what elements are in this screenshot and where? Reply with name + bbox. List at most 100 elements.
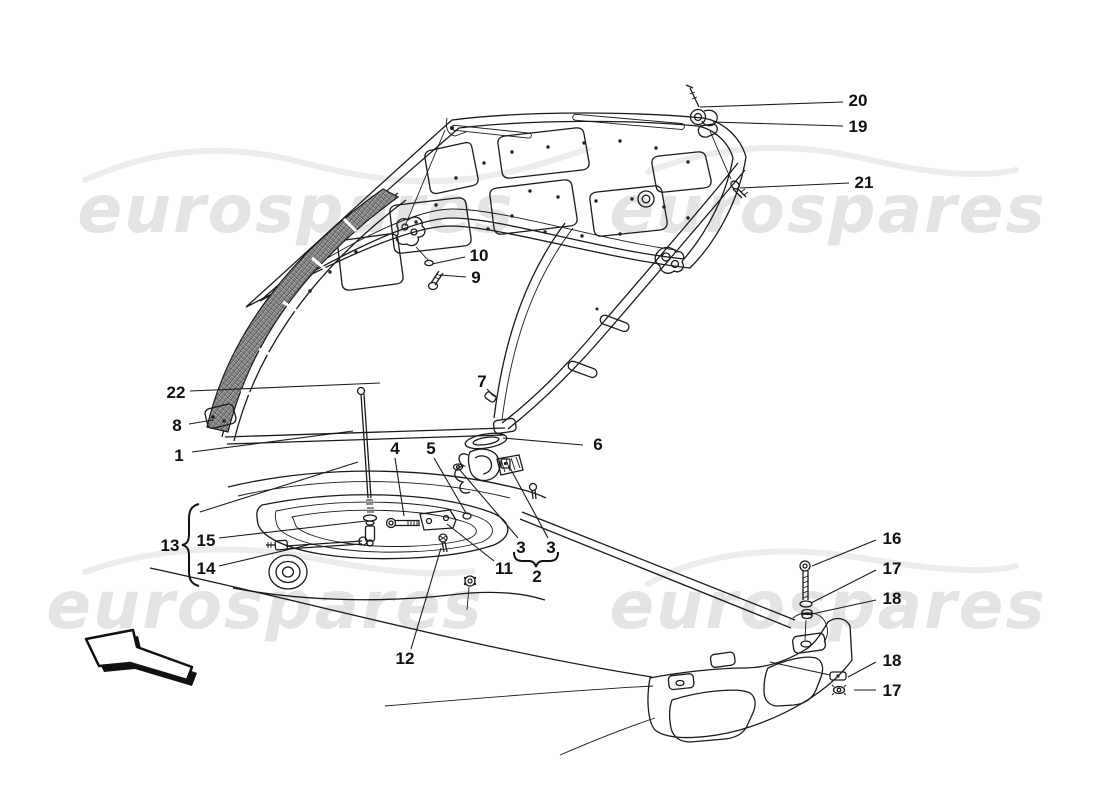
callout-label-7-5: 7 — [477, 372, 486, 391]
extra-bolt — [528, 482, 538, 500]
callout-label-17-24: 17 — [883, 681, 902, 700]
contour-line-a — [149, 567, 653, 678]
bolt-21 — [730, 180, 749, 199]
contour-line-b — [384, 685, 654, 707]
seal-strip-assembly — [204, 188, 400, 433]
striker-plate-6 — [464, 432, 508, 450]
contour-line-c — [559, 717, 656, 756]
headlamp-washer — [268, 554, 308, 590]
leader-line-16 — [811, 539, 877, 567]
callout-label-18-22: 18 — [883, 589, 902, 608]
washer-15 — [362, 514, 378, 522]
leader-line-10 — [431, 256, 466, 265]
callout-label-8-7: 8 — [172, 416, 181, 435]
watermark-text: eurospares — [609, 171, 1046, 248]
nut-3-left — [452, 463, 464, 471]
callout-braces — [181, 503, 559, 587]
leader-line-11 — [446, 523, 495, 562]
leader-line-20 — [699, 101, 844, 108]
lamp-opening-right — [763, 656, 824, 707]
brace-2 — [513, 551, 559, 568]
leader-line-21 — [739, 182, 850, 189]
leader-line-7 — [486, 388, 494, 396]
bumper-end-piece — [647, 612, 853, 743]
callout-label-18-23: 18 — [883, 651, 902, 670]
brace-13 — [181, 503, 200, 587]
callout-label-13-9: 13 — [161, 536, 180, 555]
car-swoosh-bottom-left — [82, 546, 475, 577]
leader-line-1 — [191, 430, 354, 453]
car-swoosh-bottom-right — [645, 548, 1019, 587]
callout-label-19-1: 19 — [849, 117, 868, 136]
leader-line-5 — [433, 457, 467, 514]
eye-stud-16 — [799, 560, 811, 600]
grommet — [637, 190, 655, 208]
nut-5 — [462, 512, 472, 520]
callout-label-17-21: 17 — [883, 559, 902, 578]
callout-label-1-8: 1 — [174, 446, 183, 465]
direction-arrow — [84, 628, 197, 686]
leader-line-15 — [218, 520, 367, 539]
callout-label-2-17: 2 — [532, 567, 541, 586]
callout-label-16-20: 16 — [883, 529, 902, 548]
callout-label-5-13: 5 — [426, 439, 435, 458]
strip-end-clip — [204, 403, 237, 429]
leader-line-18 — [811, 599, 877, 615]
nut-18 — [801, 608, 813, 620]
leader-line-8 — [188, 419, 214, 425]
callout-label-4-12: 4 — [390, 439, 400, 458]
leader-line-3 — [458, 468, 519, 539]
leader-line-17 — [810, 569, 877, 604]
stud-fastener-group — [799, 560, 847, 696]
vent-slot-right — [572, 113, 685, 130]
mount-tab — [667, 673, 695, 691]
prop-rod-assembly — [266, 386, 378, 551]
callout-label-22-6: 22 — [167, 383, 186, 402]
watermark-layer: eurospares eurospares eurospares eurospa… — [46, 144, 1046, 644]
callout-label-12-19: 12 — [396, 649, 415, 668]
leader-line-22 — [189, 382, 381, 392]
engine-lid-panel — [245, 112, 747, 308]
rail-peg — [567, 360, 598, 379]
mount-tab — [709, 651, 736, 669]
callout-label-11-18: 11 — [495, 559, 513, 578]
lamp-opening-left — [668, 689, 756, 743]
hinge-bracket-lower — [654, 246, 685, 274]
rail-end-cap — [492, 417, 517, 435]
arrow-body — [84, 628, 194, 682]
callout-label-9-4: 9 — [471, 268, 480, 287]
bolt-9 — [427, 270, 444, 291]
callout-label-14-11: 14 — [197, 559, 216, 578]
release-cable — [709, 130, 732, 180]
callout-label-6-14: 6 — [593, 435, 602, 454]
car-swoosh-top-right — [645, 144, 1019, 178]
bolt-4 — [385, 517, 420, 529]
callout-label-3-16: 3 — [546, 538, 555, 557]
stud-3-right — [500, 458, 511, 469]
leader-line-3 — [508, 465, 549, 539]
captive-nut — [463, 575, 477, 611]
spring-clip-18 — [829, 671, 847, 681]
washer-17 — [799, 600, 813, 608]
flange-nut-17 — [831, 684, 847, 696]
panel-holes — [308, 139, 690, 293]
callout-label-10-3: 10 — [470, 246, 489, 265]
front-body-panel — [149, 470, 853, 756]
car-swoosh-top-left — [82, 146, 591, 185]
hinge-bracket-upper — [395, 216, 426, 247]
sill-rails — [519, 511, 796, 629]
watermark-text: eurospares — [77, 171, 514, 248]
leader-line-18 — [847, 661, 877, 678]
pin-20 — [685, 84, 700, 108]
callout-label-3-15: 3 — [516, 538, 525, 557]
lock-mechanism-2 — [454, 448, 524, 494]
leader-line-6 — [502, 437, 584, 446]
callout-label-21-2: 21 — [855, 173, 874, 192]
strip-segment-gaps — [240, 217, 358, 398]
corner-bracket — [445, 117, 467, 137]
leader-line-14 — [218, 544, 309, 567]
callout-label-20-0: 20 — [849, 91, 868, 110]
